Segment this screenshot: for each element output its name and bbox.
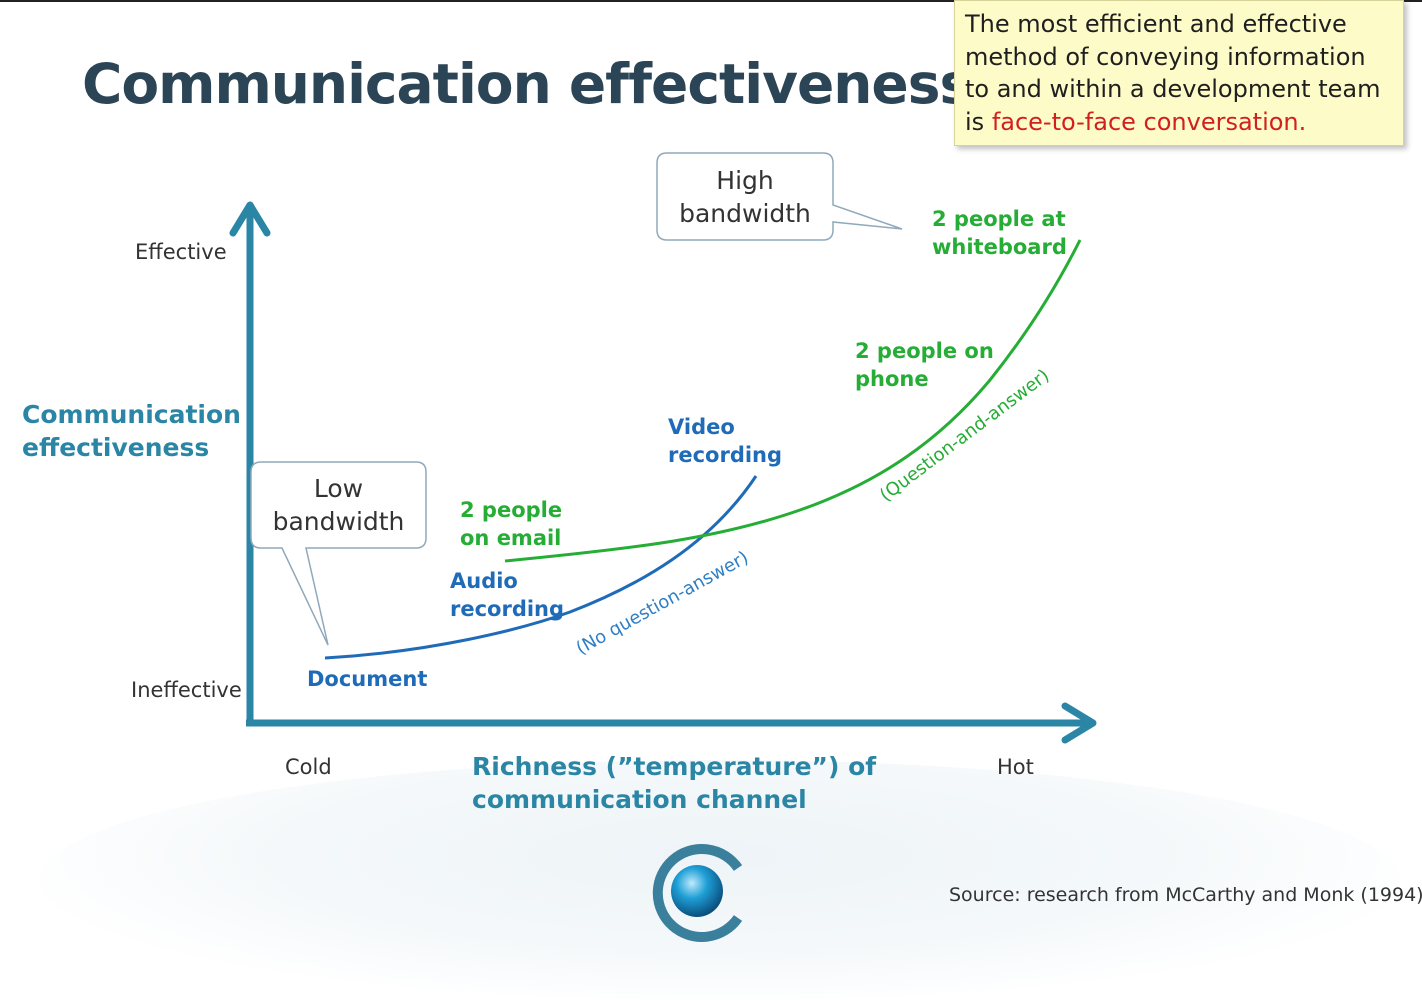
audio-line2: recording bbox=[450, 597, 565, 621]
whiteboard-line1: 2 people at bbox=[932, 207, 1066, 231]
x-axis-title-line1: Richness (”temperature”) of bbox=[472, 752, 877, 781]
email-line1: 2 people bbox=[460, 498, 563, 522]
high-bandwidth-bubble bbox=[656, 152, 903, 241]
y-axis-bottom-label: Ineffective bbox=[131, 678, 242, 702]
whiteboard-line2: whiteboard bbox=[932, 235, 1067, 259]
note-text: The most efficient and effective method … bbox=[965, 10, 1381, 136]
low-bandwidth-line2: bandwidth bbox=[272, 507, 405, 536]
low-bandwidth-bubble bbox=[250, 461, 427, 646]
email-label: 2 people on email bbox=[460, 496, 562, 552]
sticky-note: The most efficient and effective method … bbox=[954, 0, 1404, 146]
video-recording-label: Video recording bbox=[668, 413, 782, 469]
x-axis-right-label: Hot bbox=[997, 755, 1034, 779]
low-bandwidth-text: Low bandwidth bbox=[251, 472, 426, 538]
whiteboard-label: 2 people at whiteboard bbox=[932, 205, 1067, 261]
x-axis-title-line2: communication channel bbox=[472, 785, 807, 814]
low-bandwidth-line1: Low bbox=[313, 474, 364, 503]
email-line2: on email bbox=[460, 526, 562, 550]
video-line1: Video bbox=[668, 415, 735, 439]
phone-line2: phone bbox=[855, 367, 929, 391]
slide-title: Communication effectiveness bbox=[82, 52, 972, 116]
no-qa-label: (No question-answer) bbox=[573, 547, 752, 659]
x-axis-left-label: Cold bbox=[285, 755, 332, 779]
audio-recording-label: Audio recording bbox=[450, 567, 564, 623]
y-axis-title: Communication effectiveness bbox=[22, 398, 241, 464]
document-label: Document bbox=[307, 667, 428, 691]
y-axis-top-label: Effective bbox=[135, 240, 227, 264]
audio-line1: Audio bbox=[450, 569, 518, 593]
no-qa-curve bbox=[324, 475, 758, 660]
x-axis-title: Richness (”temperature”) of communicatio… bbox=[472, 750, 876, 816]
logo-icon bbox=[652, 844, 743, 942]
phone-label: 2 people on phone bbox=[855, 337, 994, 393]
y-axis-title-line1: Communication bbox=[22, 400, 241, 429]
qa-curve bbox=[504, 239, 1082, 563]
x-axis-arrow bbox=[1061, 702, 1097, 744]
high-bandwidth-line2: bandwidth bbox=[679, 199, 811, 228]
high-bandwidth-line1: High bbox=[716, 166, 774, 195]
note-highlight: face-to-face conversation. bbox=[991, 107, 1307, 136]
diagram-canvas: (No question-answer) (Question-and-answe… bbox=[229, 152, 1097, 942]
y-axis-arrow bbox=[229, 201, 271, 237]
y-axis-title-line2: effectiveness bbox=[22, 433, 210, 462]
source-citation: Source: research from McCarthy and Monk … bbox=[949, 884, 1422, 906]
video-line2: recording bbox=[668, 443, 783, 467]
phone-line1: 2 people on bbox=[855, 339, 994, 363]
top-border bbox=[0, 0, 1422, 2]
high-bandwidth-text: High bandwidth bbox=[657, 164, 833, 230]
